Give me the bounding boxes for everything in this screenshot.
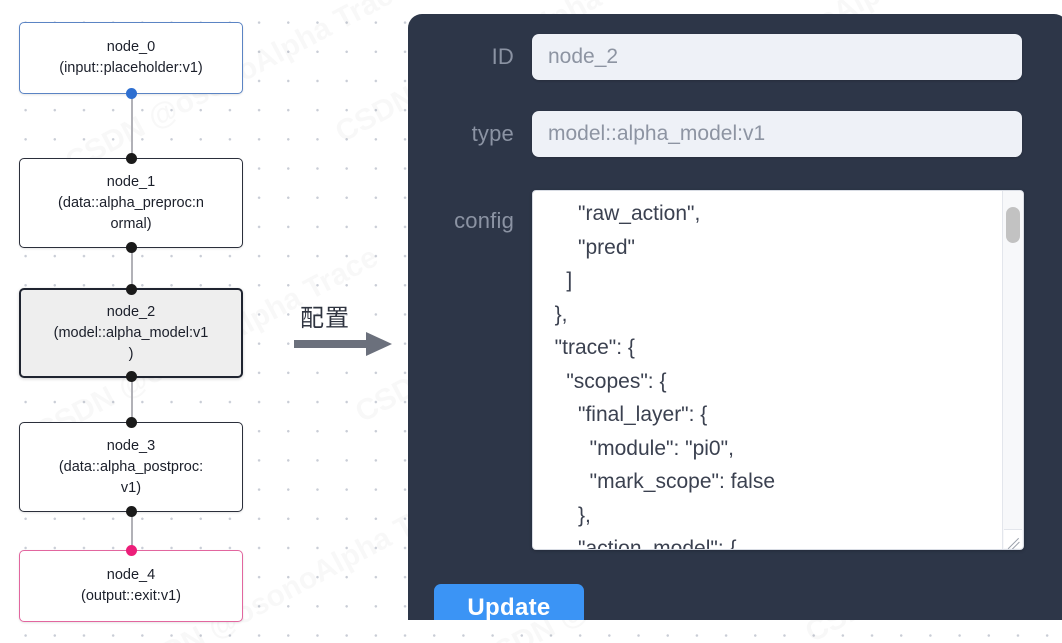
- node-handle-source[interactable]: [125, 88, 137, 99]
- arrow-right-icon: [294, 332, 392, 356]
- flow-node-node_4[interactable]: node_4 (output::exit:v1): [19, 545, 243, 622]
- node-handle-target[interactable]: [125, 153, 137, 164]
- config-textarea[interactable]: "raw_action", "pred" ] }, "trace": { "sc…: [533, 191, 1001, 549]
- config-field-label: config: [454, 208, 514, 233]
- config-scrollbar-thumb[interactable]: [1006, 207, 1020, 243]
- edge-node2-node3[interactable]: [131, 376, 133, 422]
- update-button[interactable]: Update: [434, 584, 584, 620]
- flow-node-title: node_0: [106, 39, 156, 55]
- id-field-label: ID: [491, 44, 514, 69]
- config-field-row: config "raw_action", "pred" ] }, "trace"…: [422, 190, 1024, 550]
- type-field-row: type: [422, 111, 1022, 157]
- node-handle-source[interactable]: [125, 242, 137, 253]
- config-textarea-wrapper: "raw_action", "pred" ] }, "trace": { "sc…: [532, 190, 1024, 550]
- node-handle-target[interactable]: [125, 284, 137, 295]
- flow-node-node_0[interactable]: node_0 (input::placeholder:v1): [19, 22, 243, 99]
- flow-node-subtitle-line2: ormal): [110, 215, 152, 232]
- config-scrollbar[interactable]: [1002, 191, 1023, 549]
- node-handle-source[interactable]: [125, 371, 137, 382]
- node-handle-target[interactable]: [125, 417, 137, 428]
- flow-node-node_2[interactable]: node_2 (model::alpha_model:v1 ): [19, 284, 243, 382]
- flow-node-title: node_4: [106, 567, 156, 583]
- flow-node-subtitle-line1: (data::alpha_postproc:: [58, 458, 204, 475]
- flow-node-subtitle: (output::exit:v1): [81, 588, 181, 604]
- flow-node-title: node_3: [106, 437, 156, 454]
- node-flow-graph[interactable]: node_0 (input::placeholder:v1) node_1 (d…: [0, 0, 400, 643]
- id-field-row: ID: [422, 34, 1022, 80]
- type-field-label: type: [471, 121, 514, 146]
- flow-node-subtitle: (input::placeholder:v1): [59, 60, 203, 76]
- edge-node1-node2[interactable]: [131, 246, 133, 292]
- flow-node-subtitle-line2: v1): [120, 479, 142, 496]
- id-input[interactable]: [532, 34, 1022, 80]
- node-handle-source[interactable]: [125, 506, 137, 517]
- transition-label: 配置: [300, 304, 350, 332]
- flow-node-node_3[interactable]: node_3 (data::alpha_postproc: v1): [19, 417, 243, 517]
- edge-node3-node4[interactable]: [131, 510, 133, 550]
- node-config-panel: ID type config "raw_action", "pred" ] },…: [408, 14, 1062, 620]
- flow-node-title: node_2: [106, 303, 156, 320]
- edge-node0-node1[interactable]: [131, 90, 133, 160]
- flow-node-subtitle-line2: ): [128, 345, 134, 362]
- flow-node-title: node_1: [106, 173, 156, 190]
- flow-node-subtitle-line1: (model::alpha_model:v1: [53, 324, 209, 341]
- textarea-resize-grip-icon[interactable]: [1004, 529, 1022, 549]
- type-input[interactable]: [532, 111, 1022, 157]
- flow-node-node_1[interactable]: node_1 (data::alpha_preproc:n ormal): [19, 153, 243, 253]
- node-handle-target[interactable]: [125, 545, 137, 556]
- transition-arrow-group: 配置: [292, 298, 396, 360]
- flow-node-subtitle-line1: (data::alpha_preproc:n: [58, 194, 204, 211]
